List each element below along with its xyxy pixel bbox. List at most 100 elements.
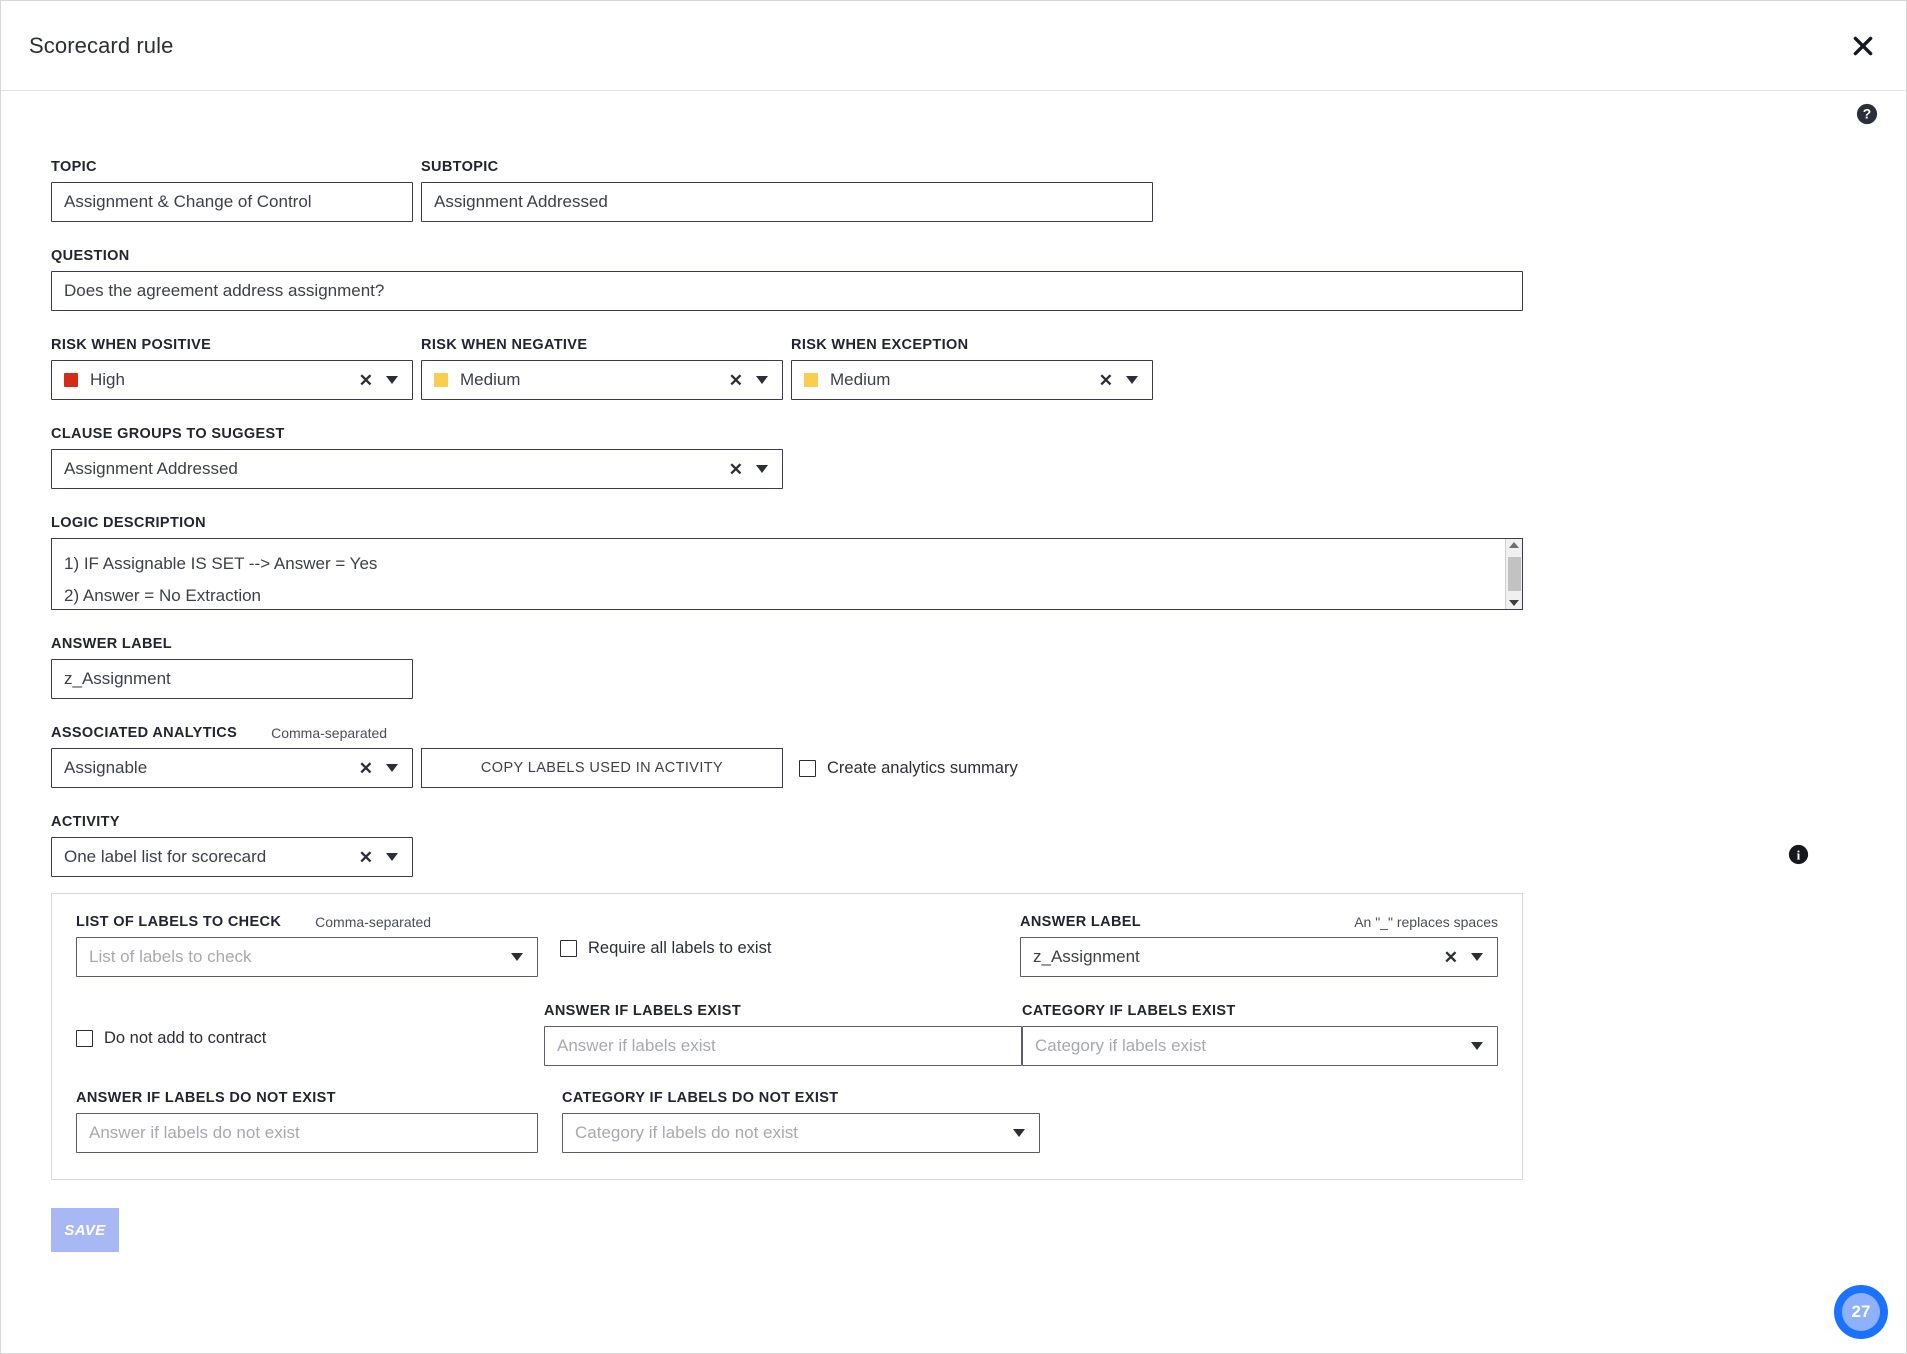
scrollbar-thumb[interactable] [1507, 557, 1521, 591]
subtopic-label: SUBTOPIC [421, 159, 499, 175]
spacer [783, 748, 799, 788]
notification-badge[interactable]: 27 [1834, 1285, 1888, 1339]
panel-answer-label-label: ANSWER LABEL [1020, 914, 1141, 930]
topic-subtopic-row: TOPIC Assignment & Change of Control SUB… [51, 159, 1856, 222]
answer-if-labels-do-not-exist-placeholder: Answer if labels do not exist [89, 1123, 300, 1142]
chevron-down-icon[interactable] [1013, 1129, 1025, 1137]
spacer [413, 748, 421, 788]
logic-line: 2) Answer = No Extraction [64, 586, 262, 605]
list-of-labels-label-line: LIST OF LABELS TO CHECK Comma-separated [76, 914, 546, 930]
clause-groups-group: CLAUSE GROUPS TO SUGGEST Assignment Addr… [51, 426, 1856, 489]
risk-negative-label: RISK WHEN NEGATIVE [421, 337, 588, 353]
chevron-down-icon[interactable] [1471, 953, 1483, 961]
activity-config-panel: LIST OF LABELS TO CHECK Comma-separated … [51, 893, 1523, 1180]
list-of-labels-placeholder: List of labels to check [89, 947, 252, 966]
risk-exception-select[interactable]: Medium ✕ [791, 360, 1153, 400]
panel-answer-label-select[interactable]: z_Assignment ✕ [1020, 937, 1498, 977]
associated-analytics-group: ASSOCIATED ANALYTICS Comma-separated Ass… [51, 725, 1856, 788]
panel-answer-label-line: ANSWER LABEL An "_" replaces spaces [1020, 914, 1498, 930]
panel-answer-label-value: z_Assignment [1033, 947, 1140, 966]
logic-description-group: LOGIC DESCRIPTION 1) IF Assignable IS SE… [51, 515, 1856, 610]
checkbox-box[interactable] [76, 1030, 93, 1047]
question-label: QUESTION [51, 248, 130, 264]
chevron-down-icon[interactable] [1126, 376, 1138, 384]
spacer [413, 159, 421, 222]
associated-analytics-select[interactable]: Assignable ✕ [51, 748, 413, 788]
risk-negative-select[interactable]: Medium ✕ [421, 360, 783, 400]
answer-if-labels-do-not-exist-label: ANSWER IF LABELS DO NOT EXIST [76, 1090, 336, 1106]
spacer [413, 337, 421, 400]
clear-icon[interactable]: ✕ [728, 370, 743, 390]
subtopic-input[interactable]: Assignment Addressed [421, 182, 1153, 222]
scorecard-form: TOPIC Assignment & Change of Control SUB… [1, 159, 1906, 1180]
help-circle-icon[interactable]: ? [1856, 103, 1878, 125]
textarea-scrollbar[interactable] [1505, 539, 1522, 609]
scroll-down-icon[interactable] [1509, 600, 1519, 606]
question-input[interactable]: Does the agreement address assignment? [51, 271, 1523, 311]
panel-answer-label-hint: An "_" replaces spaces [1354, 914, 1498, 930]
clear-icon[interactable]: ✕ [358, 370, 373, 390]
clear-icon[interactable]: ✕ [1098, 370, 1113, 390]
category-if-labels-exist-select[interactable]: Category if labels exist [1022, 1026, 1498, 1066]
chevron-down-icon[interactable] [386, 764, 398, 772]
answer-if-labels-exist-input[interactable]: Answer if labels exist [544, 1026, 1023, 1066]
require-all-labels-label: Require all labels to exist [588, 939, 772, 957]
clause-groups-select[interactable]: Assignment Addressed ✕ [51, 449, 783, 489]
chevron-down-icon[interactable] [511, 953, 523, 961]
logic-description-textarea[interactable]: 1) IF Assignable IS SET --> Answer = Yes… [51, 538, 1523, 610]
activity-group: ACTIVITY One label list for scorecard ✕ … [51, 814, 1856, 877]
answer-if-labels-exist-label: ANSWER IF LABELS EXIST [544, 1003, 742, 1019]
chevron-down-icon[interactable] [756, 376, 768, 384]
info-icon[interactable]: i [1788, 844, 1809, 865]
activity-value: One label list for scorecard [64, 847, 267, 866]
checkbox-box[interactable] [799, 759, 816, 777]
answer-label-value: z_Assignment [64, 669, 171, 688]
answer-label-label: ANSWER LABEL [51, 636, 172, 652]
clear-icon[interactable]: ✕ [1443, 947, 1458, 967]
scroll-up-icon[interactable] [1509, 542, 1519, 548]
save-button[interactable]: SAVE [51, 1208, 119, 1252]
chevron-down-icon[interactable] [756, 465, 768, 473]
topic-value: Assignment & Change of Control [64, 192, 312, 211]
labels-exist-row: Do not add to contract ANSWER IF LABELS … [76, 1003, 1498, 1066]
chevron-down-icon[interactable] [386, 376, 398, 384]
require-all-labels-checkbox[interactable]: Require all labels to exist [560, 914, 771, 958]
clear-icon[interactable]: ✕ [358, 847, 373, 867]
dialog-titlebar: Scorecard rule [1, 1, 1906, 91]
clause-groups-label: CLAUSE GROUPS TO SUGGEST [51, 426, 285, 442]
spacer [783, 337, 791, 400]
chevron-down-icon[interactable] [386, 853, 398, 861]
do-not-add-to-contract-checkbox[interactable]: Do not add to contract [76, 1003, 544, 1048]
logic-description-label: LOGIC DESCRIPTION [51, 515, 206, 531]
risk-exception-label: RISK WHEN EXCEPTION [791, 337, 969, 353]
risk-high-swatch [64, 373, 78, 387]
close-icon[interactable] [1846, 29, 1880, 63]
question-field-group: QUESTION Does the agreement address assi… [51, 248, 1856, 311]
activity-select[interactable]: One label list for scorecard ✕ [51, 837, 413, 877]
chevron-down-icon[interactable] [1471, 1042, 1483, 1050]
answer-label-group: ANSWER LABEL z_Assignment [51, 636, 1856, 699]
category-if-labels-exist-group: CATEGORY IF LABELS EXIST Category if lab… [1022, 1003, 1498, 1066]
clear-icon[interactable]: ✕ [728, 459, 743, 479]
answer-if-labels-exist-placeholder: Answer if labels exist [557, 1036, 716, 1055]
risk-exception-group: RISK WHEN EXCEPTION Medium ✕ [791, 337, 1153, 400]
labels-do-not-exist-row: ANSWER IF LABELS DO NOT EXIST Answer if … [76, 1090, 1498, 1153]
category-if-labels-do-not-exist-label: CATEGORY IF LABELS DO NOT EXIST [562, 1090, 839, 1106]
create-analytics-summary-checkbox[interactable]: Create analytics summary [799, 748, 1018, 788]
topic-input[interactable]: Assignment & Change of Control [51, 182, 413, 222]
risk-positive-value: High [90, 370, 125, 389]
answer-if-labels-do-not-exist-input[interactable]: Answer if labels do not exist [76, 1113, 538, 1153]
subtopic-value: Assignment Addressed [434, 192, 608, 211]
checkbox-box[interactable] [560, 940, 577, 957]
answer-label-input[interactable]: z_Assignment [51, 659, 413, 699]
list-of-labels-select[interactable]: List of labels to check [76, 937, 538, 977]
labels-row: LIST OF LABELS TO CHECK Comma-separated … [76, 914, 1498, 977]
activity-label: ACTIVITY [51, 814, 120, 830]
copy-labels-used-in-activity-button[interactable]: COPY LABELS USED IN ACTIVITY [421, 748, 783, 788]
risk-positive-select[interactable]: High ✕ [51, 360, 413, 400]
clear-icon[interactable]: ✕ [358, 758, 373, 778]
category-if-labels-exist-label: CATEGORY IF LABELS EXIST [1022, 1003, 1236, 1019]
topic-field-group: TOPIC Assignment & Change of Control [51, 159, 413, 222]
category-if-labels-do-not-exist-select[interactable]: Category if labels do not exist [562, 1113, 1040, 1153]
